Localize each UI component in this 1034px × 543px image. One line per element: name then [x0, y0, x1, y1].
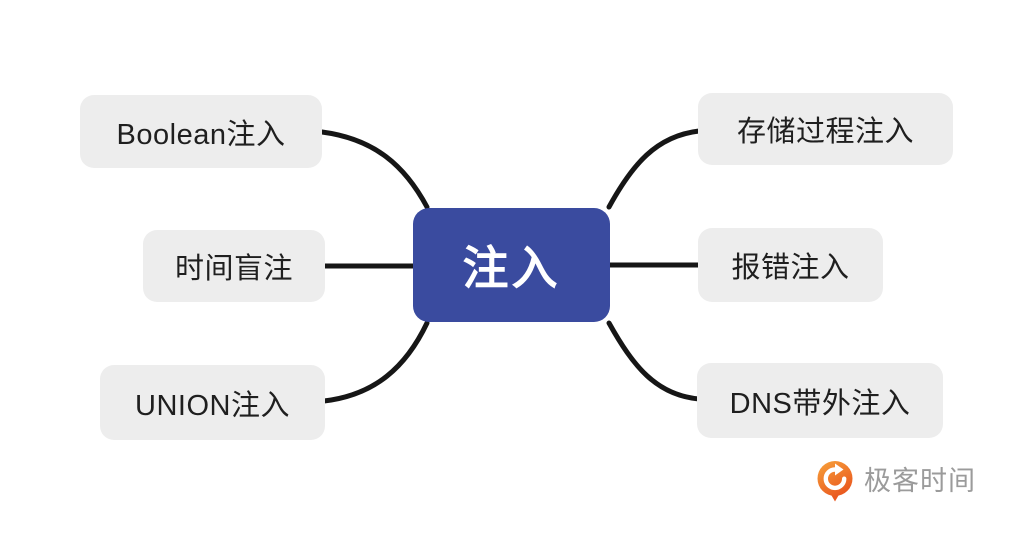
- geektime-logo-text: 极客时间: [864, 466, 976, 496]
- node-boolean-injection: Boolean注入: [80, 95, 322, 168]
- node-label: DNS带外注入: [729, 387, 911, 420]
- node-stored-procedure-injection: 存储过程注入: [698, 93, 953, 165]
- node-label: Boolean注入: [116, 118, 286, 151]
- center-node-label: 注入: [462, 242, 561, 294]
- connector-boolean: [319, 129, 430, 210]
- node-time-blind-injection: 时间盲注: [143, 230, 325, 302]
- geektime-logo-icon: [817, 461, 853, 502]
- connector-storedproc: [606, 128, 702, 210]
- connector-union: [321, 320, 430, 404]
- connector-dnsoob: [606, 320, 702, 402]
- node-label: UNION注入: [135, 389, 290, 422]
- node-label: 报错注入: [731, 252, 850, 284]
- node-dns-oob-injection: DNS带外注入: [697, 363, 943, 438]
- geektime-watermark: 极客时间: [815, 459, 976, 503]
- node-error-based-injection: 报错注入: [698, 228, 883, 302]
- node-union-injection: UNION注入: [100, 365, 325, 440]
- node-label: 时间盲注: [174, 253, 293, 285]
- node-label: 存储过程注入: [736, 116, 914, 148]
- center-node-injection: 注入: [413, 208, 610, 322]
